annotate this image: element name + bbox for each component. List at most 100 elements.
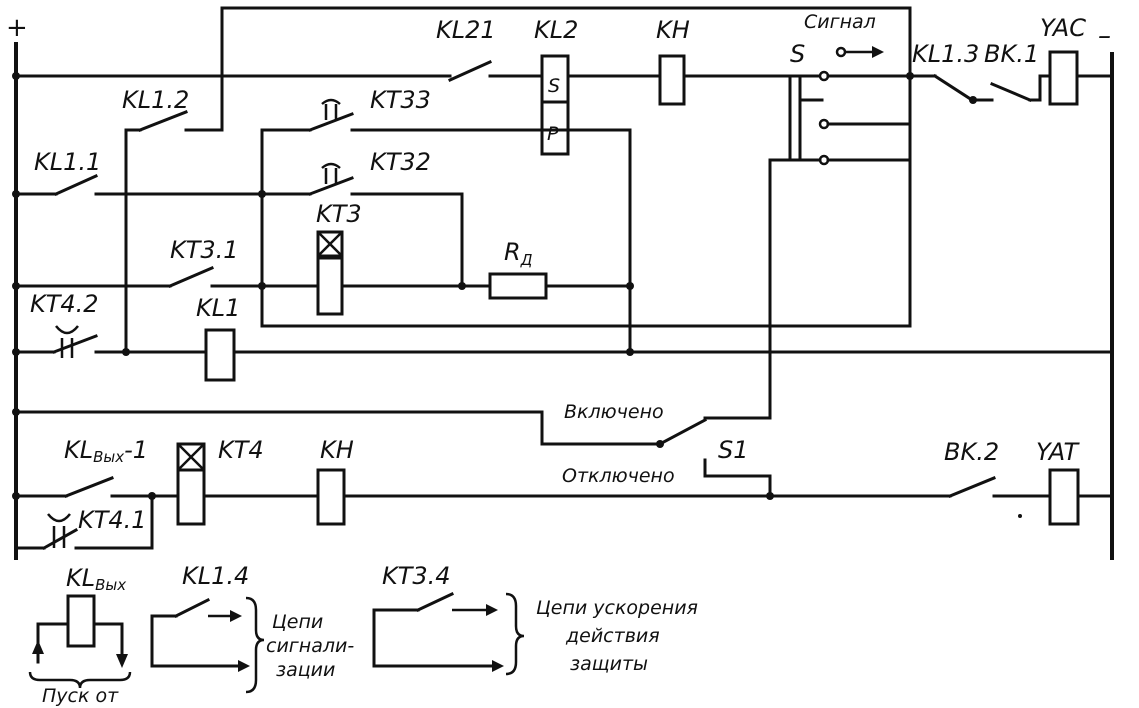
kt33-delay-symbol — [321, 98, 341, 120]
legend-kl14-label: KL1.4 — [182, 562, 249, 590]
kl2-s-label: S — [548, 75, 560, 97]
legend-kt34-label: KT3.4 — [382, 562, 451, 590]
kt3-timer-cross-2 — [317, 231, 343, 257]
legend-klvyh-coil — [66, 594, 96, 648]
kl12-contact — [138, 110, 188, 132]
yac-coil — [1048, 50, 1079, 106]
yac-label: YAC — [1040, 14, 1086, 42]
klvyh1-label: KLВых-1 — [64, 436, 148, 466]
junction-row7-770 — [766, 492, 774, 500]
kt32-label: KT32 — [370, 148, 431, 176]
legend-kt34-contact — [416, 592, 454, 612]
legend-klvyh-right-lead — [92, 622, 124, 664]
legend-klvyh-arrow-up — [32, 640, 44, 654]
kl21-label: KL21 — [436, 16, 496, 44]
kl2-label: KL2 — [534, 16, 578, 44]
junction-rail-row3 — [12, 190, 20, 198]
legend-kt34-brace — [505, 592, 525, 676]
legend-signal-circuits-2: сигнали- — [266, 635, 354, 657]
kl21-contact — [448, 60, 492, 82]
klvyh1-contact — [64, 476, 114, 498]
kl1-label: KL1 — [196, 294, 240, 322]
kh-bottom-label: KH — [320, 436, 354, 464]
kh-bottom-coil — [316, 468, 346, 526]
junction-row4-462 — [458, 282, 466, 290]
junction-rail-row4 — [12, 282, 20, 290]
legend-signal-circuits-3: зации — [276, 659, 335, 681]
legend-kt34-arrow1 — [486, 604, 498, 616]
vk2-label: BK.2 — [944, 438, 999, 466]
junction-kl13 — [969, 96, 977, 104]
kh-top-label: KH — [656, 16, 690, 44]
wire-kl12-top-bypass — [188, 6, 912, 132]
wire-vklyucheno — [14, 410, 662, 446]
kl11-contact — [54, 174, 98, 196]
kh-top-coil — [658, 54, 686, 106]
legend-klvyh-brace — [28, 671, 132, 689]
junction-row3-262 — [258, 190, 266, 198]
yat-label: YAT — [1036, 438, 1080, 466]
kt4-label: KT4 — [218, 436, 264, 464]
kl1-coil — [204, 328, 236, 382]
legend-kl14-brace — [245, 596, 265, 694]
junction-row4-262 — [258, 282, 266, 290]
junction-row5-630 — [626, 348, 634, 356]
signal-arrow-head — [872, 46, 884, 58]
legend-klvyh-arrow-down — [116, 654, 128, 668]
wire-s1-otklyucheno — [703, 458, 772, 498]
kt31-label: KT3.1 — [170, 236, 239, 264]
junction-rail-row5 — [12, 348, 20, 356]
wire-kt32-right — [350, 192, 464, 288]
wire-kt33-loop — [260, 128, 912, 328]
minus-label: – — [1098, 21, 1111, 51]
rd-resistor — [488, 272, 548, 300]
signal-label: Сигнал — [804, 11, 876, 33]
legend-klvyh-label: KLВых — [66, 564, 126, 594]
kt4-timer-cross-2 — [177, 443, 205, 471]
legend-kt34-arrow2 — [492, 660, 504, 672]
kt31-contact — [168, 266, 214, 288]
legend-accel-circuits-2: действия — [565, 625, 660, 647]
kl12-label: KL1.2 — [122, 86, 189, 114]
legend-signal-circuits-1: Цепи — [272, 611, 323, 633]
kt33-contact — [308, 112, 354, 132]
junction-row5-126 — [122, 348, 130, 356]
kt32-delay-symbol — [321, 162, 341, 184]
legend-kl14-arrow2 — [238, 660, 250, 672]
plus-label: + — [6, 13, 28, 43]
kt3-label: KT3 — [316, 200, 362, 228]
wire-kt41-right — [74, 494, 154, 550]
kl11-label: KL1.1 — [34, 148, 101, 176]
kl2-coil-s — [540, 54, 570, 104]
kt42-delay-symbol — [55, 325, 79, 358]
kt33-label: KT33 — [370, 86, 431, 114]
vk1-contact — [990, 82, 1032, 102]
kl2-p-label: P — [547, 123, 559, 145]
rd-label: RД — [504, 238, 533, 269]
legend-kl14-contact — [173, 597, 211, 619]
kt42-label: KT4.2 — [30, 290, 99, 318]
vklyucheno-label: Включено — [564, 401, 664, 423]
kl13-label: KL1.3 — [912, 40, 979, 68]
kl2-coil-p — [540, 100, 570, 156]
otklyucheno-label: Отключено — [562, 465, 675, 487]
yat-coil — [1048, 468, 1080, 526]
kl13-contact — [932, 73, 975, 103]
kt41-delay-symbol — [47, 513, 71, 548]
legend-pusk-ot-label: Пуск от — [42, 685, 119, 707]
kt4-coil — [176, 468, 206, 526]
junction-rail-row6 — [12, 408, 20, 416]
wire-to-yac — [1038, 74, 1052, 102]
wire-s-to-s1 — [703, 158, 772, 420]
kt3-coil — [316, 256, 344, 316]
legend-accel-circuits-1: Цепи ускорения — [536, 597, 698, 619]
vk2-contact — [948, 476, 996, 498]
s1-label: S1 — [718, 436, 749, 464]
legend-kt34-frame — [372, 608, 496, 668]
signal-arrow-terminal — [835, 46, 847, 58]
junction-row4-630 — [626, 282, 634, 290]
junction-rail-row7 — [12, 492, 20, 500]
kt41-label: KT4.1 — [78, 506, 147, 534]
legend-kl14-top — [150, 614, 242, 668]
